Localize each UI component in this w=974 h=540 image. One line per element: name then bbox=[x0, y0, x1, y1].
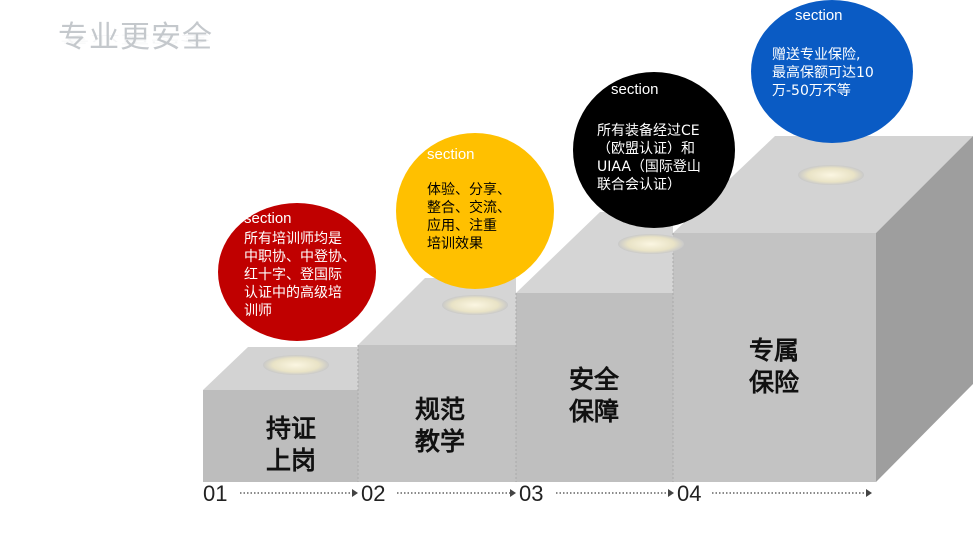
step-4-label: 专属保险 bbox=[748, 336, 799, 397]
step-1-circle: section 所有培训师均是 中职协、中登协、 红十字、登国际 认证中的高级培… bbox=[218, 203, 376, 341]
step-3-top bbox=[516, 212, 673, 293]
step-2-circle-heading: section bbox=[427, 146, 475, 163]
step-3-circle: section 所有装备经过CE （欧盟认证）和 UIAA（国际登山 联合会认证… bbox=[573, 72, 735, 228]
step-3-pad bbox=[618, 234, 684, 254]
step-3-number: 03 bbox=[519, 481, 544, 506]
step-1-number: 01 bbox=[203, 481, 228, 506]
step-4-circle-text: 赠送专业保险, 最高保额可达10 万-50万不等 bbox=[772, 47, 874, 99]
step-2-number: 02 bbox=[361, 481, 386, 506]
step-3-front bbox=[516, 293, 673, 482]
step-4-side bbox=[876, 136, 973, 482]
step-4-pad bbox=[798, 165, 864, 185]
step-4-number: 04 bbox=[677, 481, 702, 506]
step-3-circle-text: 所有装备经过CE （欧盟认证）和 UIAA（国际登山 联合会认证） bbox=[597, 123, 701, 193]
step-1-pad bbox=[263, 355, 329, 375]
step-4-front bbox=[673, 233, 876, 482]
step-4-circle: section 赠送专业保险, 最高保额可达10 万-50万不等 bbox=[751, 0, 913, 143]
step-2-circle: section 体验、分享、 整合、交流、 应用、注重 培训效果 bbox=[396, 133, 554, 289]
step-2-top bbox=[358, 278, 516, 345]
step-3-label: 安全保障 bbox=[568, 365, 619, 426]
step-1-circle-text: 所有培训师均是 中职协、中登协、 红十字、登国际 认证中的高级培 训师 bbox=[244, 231, 356, 319]
step-1-front bbox=[203, 390, 358, 482]
step-1-label: 持证上岗 bbox=[265, 414, 316, 475]
step-2-circle-text: 体验、分享、 整合、交流、 应用、注重 培训效果 bbox=[427, 182, 511, 252]
step-4-circle-heading: section bbox=[795, 7, 843, 24]
step-2-front bbox=[358, 345, 516, 482]
step-2-label: 规范教学 bbox=[414, 395, 465, 456]
page-title: 专业更安全 bbox=[58, 20, 213, 55]
step-2-pad bbox=[442, 295, 508, 315]
step-1-circle-heading: section bbox=[244, 210, 292, 227]
step-3-circle-heading: section bbox=[611, 81, 659, 98]
